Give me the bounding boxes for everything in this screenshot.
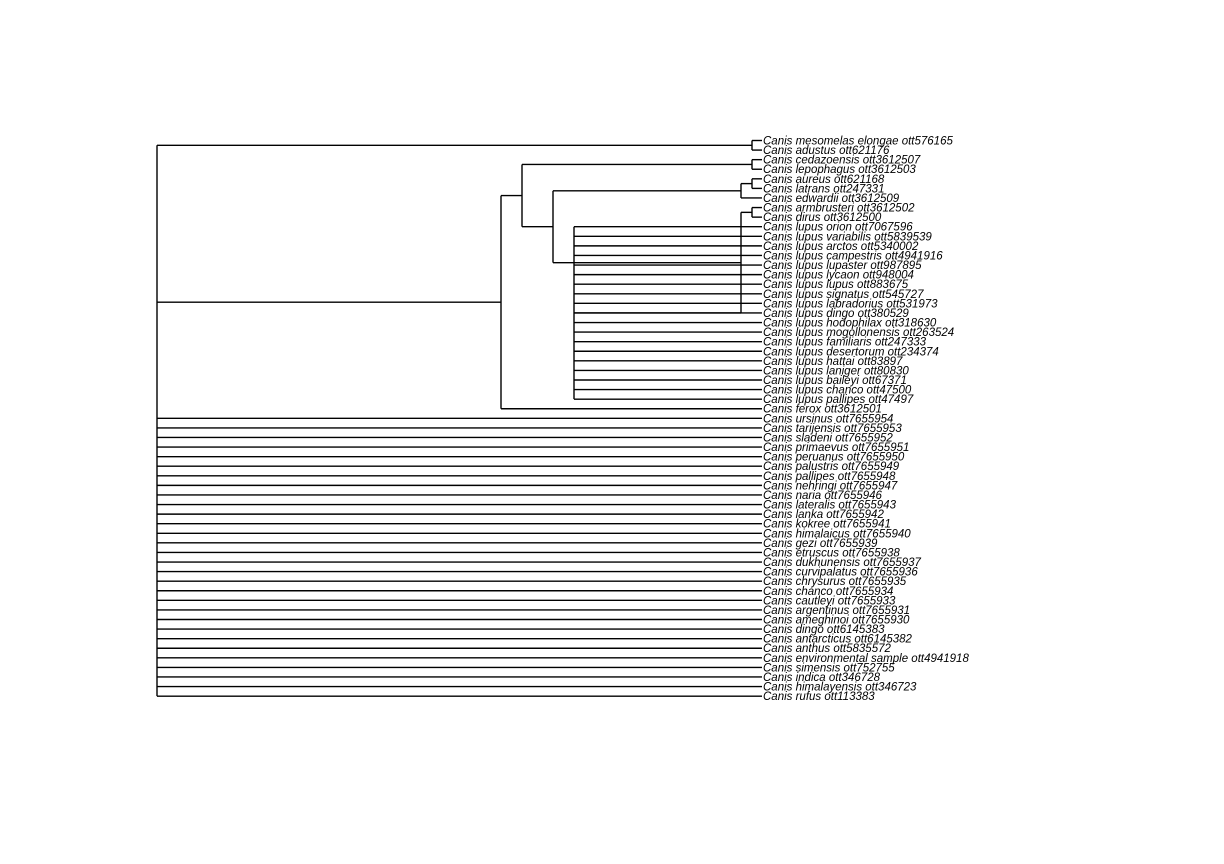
tip-label: Canis lupus variabilis ott5839539	[763, 231, 932, 243]
tip-label: Canis lupus campestris ott4941916	[763, 250, 943, 262]
tip-label: Canis lupus lupaster ott987895	[763, 260, 922, 272]
tip-label: Canis naria ott7655946	[763, 490, 883, 502]
tip-label: Canis palustris ott7655949	[763, 461, 900, 473]
tip-label: Canis mesomelas elongae ott576165	[763, 136, 953, 148]
tip-label: Canis edwardii ott3612509	[763, 193, 900, 205]
tip-label: Canis dukhunensis ott7655937	[763, 557, 922, 569]
tip-label: Canis lupus signatus ott545727	[763, 289, 924, 301]
tip-label: Canis anthus ott5835572	[763, 643, 891, 655]
tip-label: Canis chanco ott7655934	[763, 586, 893, 598]
tip-label: Canis environmental sample ott4941918	[763, 653, 969, 665]
tip-label: Canis lepophagus ott3612503	[763, 164, 916, 176]
tip-label: Canis curvipalatus ott7655936	[763, 567, 918, 579]
tip-label: Canis lupus orion ott7067596	[763, 222, 913, 234]
tip-label: Canis lupus laniger ott80830	[763, 365, 909, 377]
tip-label: Canis simensis ott752755	[763, 662, 895, 674]
tip-label: Canis lupus hodophilax ott318630	[763, 318, 937, 330]
tip-label: Canis etruscus ott7655938	[763, 547, 900, 559]
tip-label: Canis primaevus ott7655951	[763, 442, 909, 454]
tip-label: Canis dingo ott6145383	[763, 624, 885, 636]
tip-label: Canis nehringi ott7655947	[763, 480, 898, 492]
tip-label: Canis sladeni ott7655952	[763, 432, 893, 444]
tip-label: Canis dirus ott3612500	[763, 212, 882, 224]
tip-label: Canis peruanus ott7655950	[763, 452, 905, 464]
tip-label: Canis himalayensis ott346723	[763, 682, 917, 694]
tip-label: Canis chrysurus ott7655935	[763, 576, 907, 588]
tip-label: Canis tarijensis ott7655953	[763, 423, 902, 435]
tree-branches	[156, 139, 762, 697]
tip-label: Canis ferox ott3612501	[763, 404, 882, 416]
tip-label: Canis lupus lycaon ott948004	[763, 270, 914, 282]
tip-label: Canis pallipes ott7655948	[763, 471, 896, 483]
tip-label: Canis kokree ott7655941	[763, 519, 891, 531]
tip-label: Canis lupus baileyi ott67371	[763, 375, 907, 387]
tip-label: Canis himalaicus ott7655940	[763, 528, 911, 540]
tip-label: Canis armbrusteri ott3612502	[763, 203, 915, 215]
tip-label: Canis cedazoensis ott3612507	[763, 155, 921, 167]
tip-label: Canis argentinus ott7655931	[763, 605, 910, 617]
tip-label: Canis lateralis ott7655943	[763, 500, 897, 512]
tip-label: Canis adustus ott621176	[763, 145, 890, 157]
tip-label: Canis lupus familiaris ott247333	[763, 337, 927, 349]
tip-label: Canis lupus labradorius ott531973	[763, 298, 938, 310]
tip-label: Canis gezi ott7655939	[763, 538, 878, 550]
tip-label: Canis cautleyi ott7655933	[763, 595, 896, 607]
tip-label: Canis lupus arctos ott5340002	[763, 241, 919, 253]
tip-label: Canis lupus dingo ott380529	[763, 308, 909, 320]
tip-label: Canis lupus desertorum ott234374	[763, 346, 939, 358]
tip-label: Canis ursinus ott7655954	[763, 413, 893, 425]
tip-label: Canis ameghinoi ott7655930	[763, 615, 910, 627]
tip-label: Canis lupus hattai ott83897	[763, 356, 903, 368]
tip-label: Canis lupus pallipes ott47497	[763, 394, 914, 406]
tip-label: Canis rufus ott113383	[763, 691, 875, 703]
tip-label: Canis lupus lupus ott883675	[763, 279, 909, 291]
tip-label: Canis lanka ott7655942	[763, 509, 884, 521]
tip-label: Canis lupus chanco ott47500	[763, 385, 912, 397]
tip-label: Canis latrans ott247331	[763, 183, 884, 195]
tip-label: Canis indica ott346728	[763, 672, 881, 684]
tip-label: Canis antarcticus ott6145382	[763, 634, 913, 646]
tip-label: Canis aureus ott621168	[763, 174, 885, 186]
tip-label: Canis lupus mogollonensis ott263524	[763, 327, 954, 339]
